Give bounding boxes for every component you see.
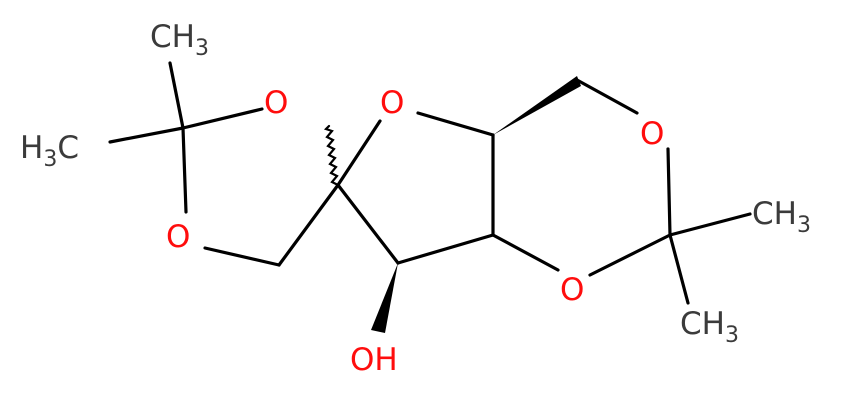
wavy-bond-spiro-o1 xyxy=(323,124,340,187)
wedge-c4-oh xyxy=(371,263,398,333)
ch3-top-left-label: CH3 xyxy=(150,19,209,61)
bond-spiro-ofur xyxy=(336,119,382,187)
ch3-left-label: H3C xyxy=(20,130,79,172)
bond-cq1-ch3top xyxy=(168,61,185,130)
o-dioxane-bottom-label: O xyxy=(560,272,584,308)
bond-cq2-ch3a xyxy=(668,212,752,237)
ch3-right-bottom-label: CH3 xyxy=(680,306,739,348)
bond-o4-cq2 xyxy=(588,233,672,277)
o-dioxolane-bottom-label: O xyxy=(166,219,190,255)
wedge-c1-ch2 xyxy=(493,76,581,135)
bond-spiro-c4 xyxy=(336,183,400,265)
bond-o2-ch2 xyxy=(203,246,281,267)
bond-ch2b-o3 xyxy=(575,78,639,115)
bond-o3-cq2 xyxy=(666,147,672,237)
bond-cq2-ch3b xyxy=(668,233,690,305)
ch3-right-top-label: CH3 xyxy=(752,196,811,238)
bond-cq1-ch3left xyxy=(108,126,185,144)
bond-c3-o4 xyxy=(491,233,560,272)
bond-ch2-spiro xyxy=(277,183,340,267)
bond-cq1-o2 xyxy=(181,126,188,214)
bond-ofur-c1 xyxy=(416,111,495,137)
o-furanose-label: O xyxy=(380,85,404,121)
bond-cq1-o1 xyxy=(181,107,264,130)
o-dioxane-top-label: O xyxy=(640,116,664,152)
bond-c4-c3 xyxy=(396,233,495,265)
o-dioxolane-top-label: O xyxy=(264,85,288,121)
hydroxyl-label: OH xyxy=(350,342,398,378)
